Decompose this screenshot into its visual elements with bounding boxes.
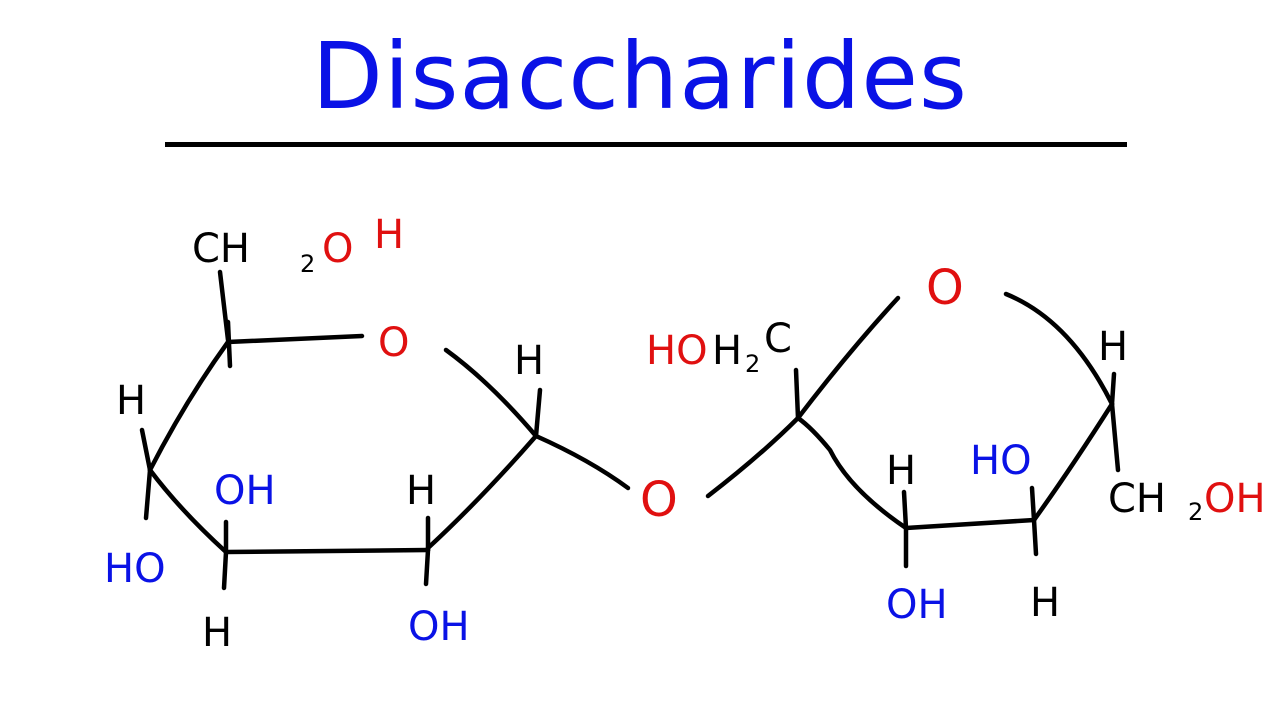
left-ch2oh-h-label: H [374,212,404,258]
right-c3-h-label: H [886,448,916,494]
right-c2-ringo-bond [795,295,901,421]
left-c1-c2-bond [425,433,539,551]
right-ch2oh-subscript: 2 [1188,498,1203,526]
left-c1-h-bond [533,387,543,439]
left-c5-tick [225,319,233,369]
left-c2-h-label: H [202,610,232,656]
left-ch2oh-subscript: 2 [300,250,315,278]
right-glyco-c2-bond [705,415,801,499]
right-c5-ch2oh-bond [1109,401,1121,473]
glycosidic-oxygen-label: O [640,472,678,528]
right-ring-labels: HO H 2 C O H CH 2 OH H OH HO H [646,260,1266,628]
left-c4-h-bond [139,427,153,473]
left-c1-h-label: H [514,338,544,384]
left-c3-h-label: H [406,468,436,514]
left-c1-glyco-bond [533,433,631,491]
right-c4-h-label: H [1030,580,1060,626]
title-underline [165,142,1127,147]
right-c3-oh-label: OH [886,582,948,628]
right-c4-c3-bond [903,517,1037,531]
right-hoh2c-c-label: C [764,316,792,362]
right-c4-ho-bond [1029,485,1037,523]
right-ch2oh-c-label: CH [1108,476,1166,522]
right-c3-c2-bond [795,415,909,531]
left-c2-oh-bond [423,547,431,587]
left-ring-labels: CH 2 O H O H H HO OH H H OH [104,212,544,656]
left-c4-h-label: H [116,378,146,424]
left-ring-bonds [139,269,631,591]
left-c4-c5-bond [147,339,231,473]
right-hoh2c-h-label: H [712,328,742,374]
right-c4-h-bond [1031,517,1039,557]
left-c2-c3-bond [223,547,431,555]
left-c5-ringo-bond [225,333,365,345]
right-c3-h-bond [901,489,909,531]
page-title: Disaccharides [312,23,968,130]
right-ringo-c5-bond [1003,291,1115,407]
right-hoh2c-ho-label: HO [646,328,708,374]
right-ch2oh-oh-label: OH [1204,476,1266,522]
left-c3-c4-bond [147,467,229,555]
right-c5-h-label: H [1098,324,1128,370]
left-c3-oh-label: OH [214,468,276,514]
right-c5-h-bond [1109,371,1117,407]
left-c4-ho-bond [143,467,153,521]
right-ring-bonds [705,291,1121,569]
right-hoh2c-subscript: 2 [745,350,760,378]
left-c4-ho-label: HO [104,546,166,592]
right-c5-c4-bond [1031,401,1115,523]
right-c2-ch2oh-bond [793,367,801,421]
left-c2-oh-label: OH [408,604,470,650]
right-c4-ho-label: HO [970,438,1032,484]
left-ch2oh-c-label: CH [192,226,250,272]
left-c3-h-bond [221,549,229,591]
left-ch2oh-o-label: O [322,226,353,272]
left-ringo-c1-bond [443,347,539,439]
right-ring-oxygen-label: O [926,260,964,316]
left-ring-oxygen-label: O [378,320,409,366]
